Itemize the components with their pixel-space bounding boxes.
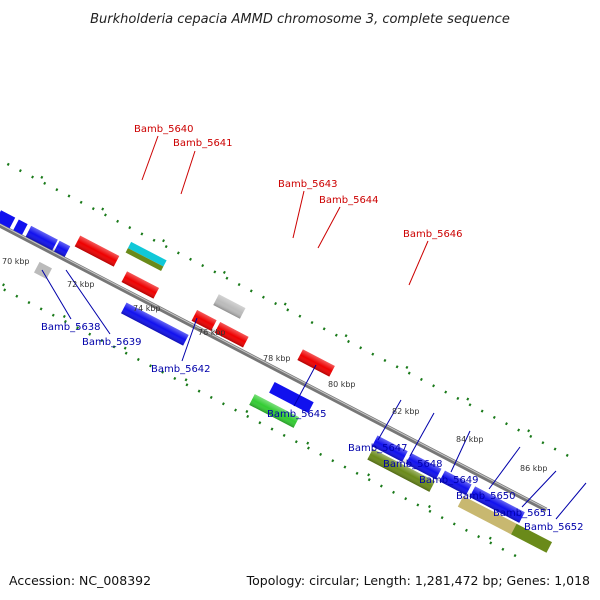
gene-label[interactable]: Bamb_5643	[278, 179, 338, 190]
gene-feature[interactable]	[0, 210, 16, 229]
gene-label[interactable]: Bamb_5640	[134, 124, 194, 135]
kbp-label: 72 kbp	[67, 280, 95, 289]
kbp-label: 76 kbp	[198, 328, 226, 337]
gene-feature[interactable]	[125, 248, 164, 271]
gene-feature[interactable]	[297, 349, 335, 377]
forward-strand-genes	[0, 210, 335, 377]
gene-feature[interactable]	[127, 241, 167, 267]
map-title: Burkholderia cepacia AMMD chromosome 3, …	[90, 12, 510, 27]
outer-tick-track	[0, 124, 576, 460]
gene-label[interactable]: Bamb_5644	[319, 195, 379, 206]
gene-feature[interactable]	[121, 302, 189, 346]
genome-summary-text: Topology: circular; Length: 1,281,472 bp…	[246, 573, 590, 588]
inner-tick-track	[0, 225, 524, 560]
gene-label[interactable]: Bamb_5642	[151, 364, 211, 375]
gene-feature[interactable]	[25, 225, 71, 257]
gene-feature[interactable]	[74, 235, 120, 267]
gene-feature[interactable]	[34, 261, 52, 279]
gene-label[interactable]: Bamb_5650	[456, 491, 516, 502]
gene-label[interactable]: Bamb_5645	[267, 409, 327, 420]
reverse-strand-genes	[34, 261, 553, 553]
gene-feature[interactable]	[191, 310, 249, 348]
kbp-label: 74 kbp	[133, 304, 161, 313]
gene-feature[interactable]	[13, 219, 28, 235]
gene-feature[interactable]	[372, 435, 525, 523]
gene-label[interactable]: Bamb_5638	[41, 322, 101, 333]
backbone-line	[0, 166, 548, 512]
gene-label[interactable]: Bamb_5646	[403, 229, 463, 240]
kbp-label: 70 kbp	[2, 257, 30, 266]
upper-leader-lines	[141, 135, 429, 286]
gene-label[interactable]: Bamb_5651	[493, 508, 553, 519]
gene-feature[interactable]	[249, 394, 300, 428]
gene-label[interactable]: Bamb_5649	[419, 475, 479, 486]
gene-label[interactable]: Bamb_5647	[348, 443, 408, 454]
gene-label[interactable]: Bamb_5641	[173, 138, 233, 149]
gene-label[interactable]: Bamb_5652	[524, 522, 584, 533]
gene-feature[interactable]	[511, 523, 553, 553]
gene-feature[interactable]	[213, 294, 246, 319]
kbp-label: 80 kbp	[328, 380, 356, 389]
lower-leader-lines	[41, 269, 587, 520]
gene-label[interactable]: Bamb_5648	[383, 459, 443, 470]
accession-text: Accession: NC_008392	[9, 573, 151, 588]
gene-feature[interactable]	[269, 381, 314, 413]
kbp-label: 82 kbp	[392, 407, 420, 416]
kbp-label: 84 kbp	[456, 435, 484, 444]
gene-feature[interactable]	[457, 495, 517, 535]
gene-label[interactable]: Bamb_5639	[82, 337, 142, 348]
gene-feature[interactable]	[121, 271, 160, 299]
kbp-label: 86 kbp	[520, 464, 548, 473]
gene-feature[interactable]	[367, 448, 435, 492]
kbp-label: 78 kbp	[263, 354, 291, 363]
